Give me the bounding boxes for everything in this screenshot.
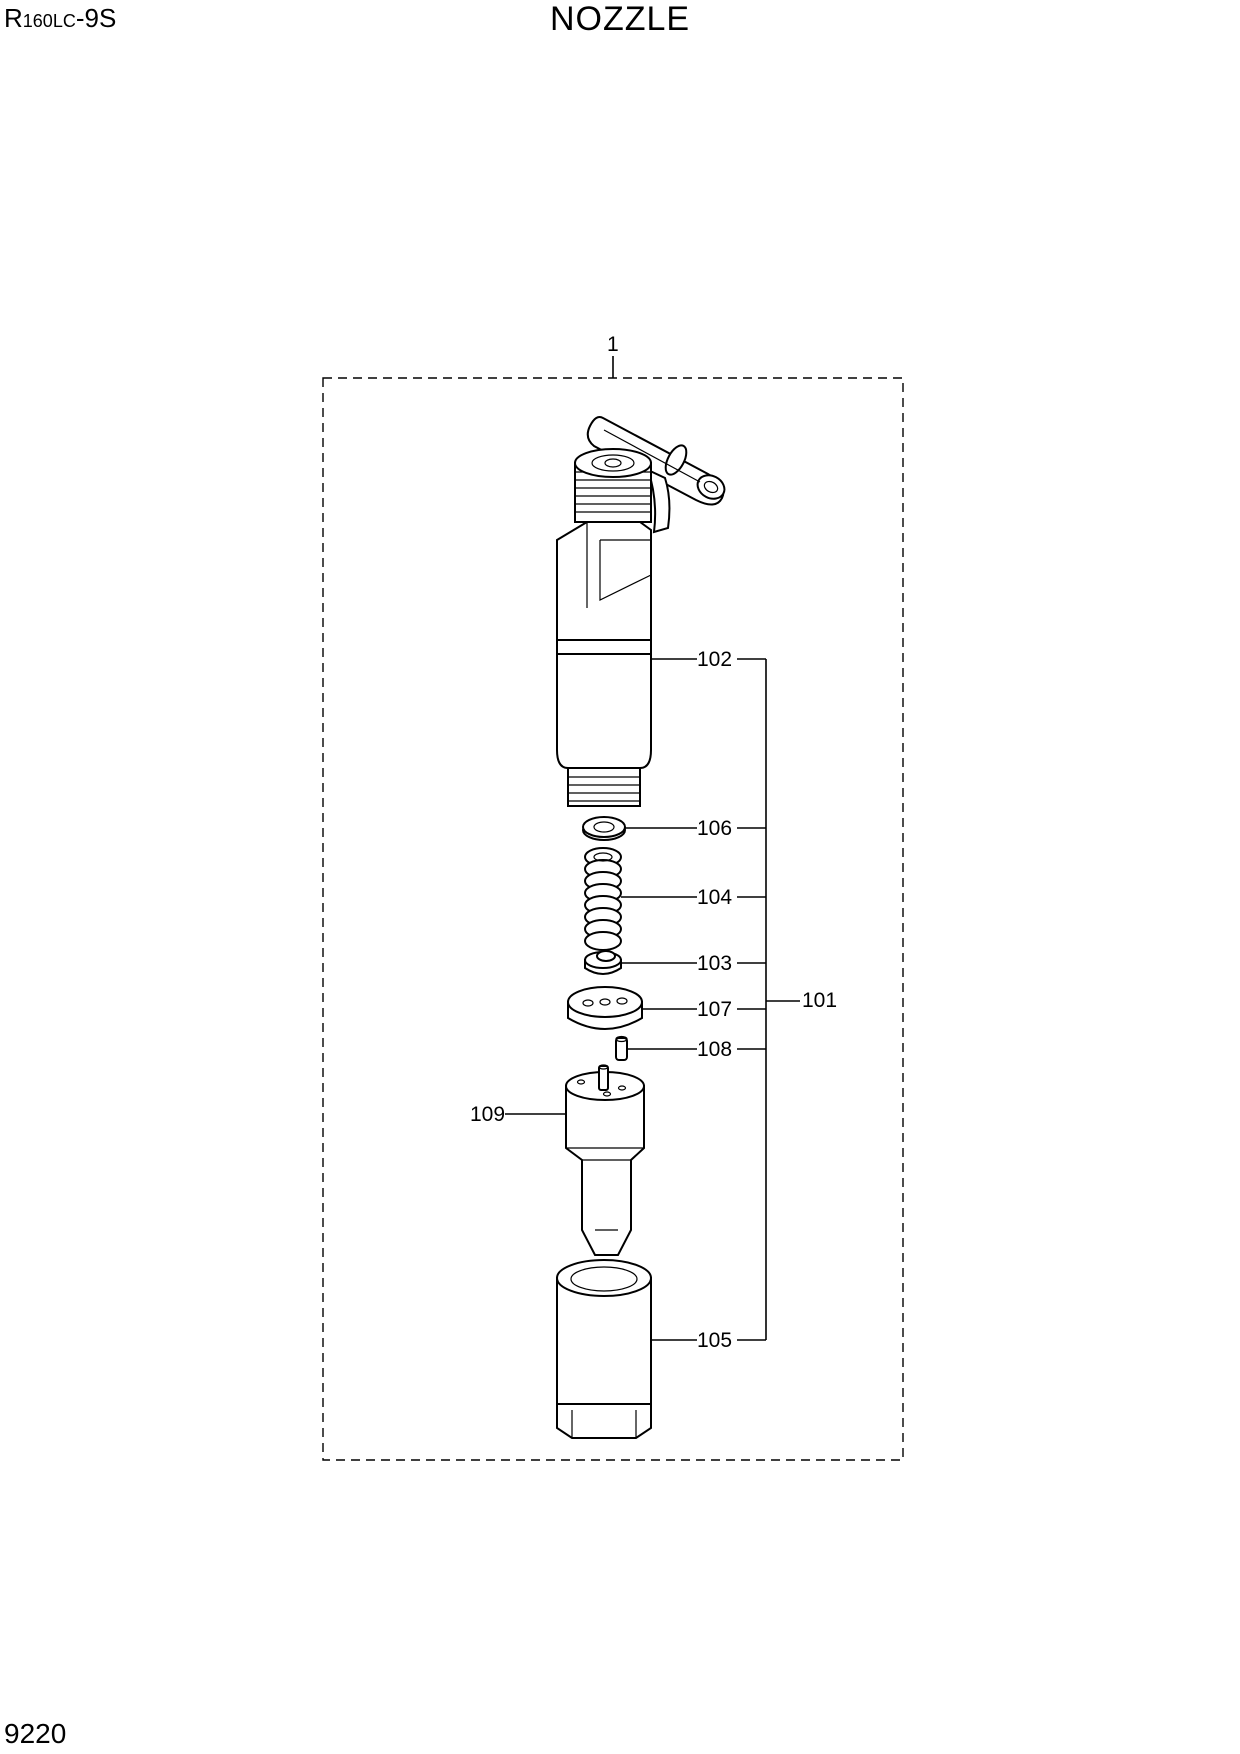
shim-washer bbox=[582, 816, 626, 841]
callout-1: 1 bbox=[607, 333, 619, 356]
page-title: NOZZLE bbox=[549, 0, 691, 38]
page-number: 9220 bbox=[4, 1718, 67, 1749]
callout-104: 104 bbox=[697, 886, 732, 909]
locating-pin bbox=[615, 1035, 628, 1061]
model-prefix: R bbox=[4, 3, 23, 33]
model-suffix: -9S bbox=[75, 3, 117, 33]
model-number: 160LC bbox=[22, 11, 76, 31]
callout-102: 102 bbox=[697, 648, 732, 671]
callout-108: 108 bbox=[697, 1038, 732, 1061]
callout-103: 103 bbox=[697, 952, 732, 975]
model-designation: R160LC-9S bbox=[4, 3, 116, 34]
callout-106: 106 bbox=[697, 817, 732, 840]
nozzle-tip bbox=[565, 1064, 645, 1256]
callout-109: 109 bbox=[470, 1103, 505, 1126]
coil-spring bbox=[584, 847, 622, 951]
callout-101: 101 bbox=[802, 989, 837, 1012]
callout-105: 105 bbox=[697, 1329, 732, 1352]
nozzle-holder bbox=[556, 416, 726, 807]
callout-107: 107 bbox=[697, 998, 732, 1021]
intermediate-plate bbox=[567, 986, 643, 1030]
bracket-101 bbox=[737, 658, 800, 1341]
spring-seat bbox=[584, 950, 622, 975]
retaining-nut bbox=[556, 1259, 652, 1439]
